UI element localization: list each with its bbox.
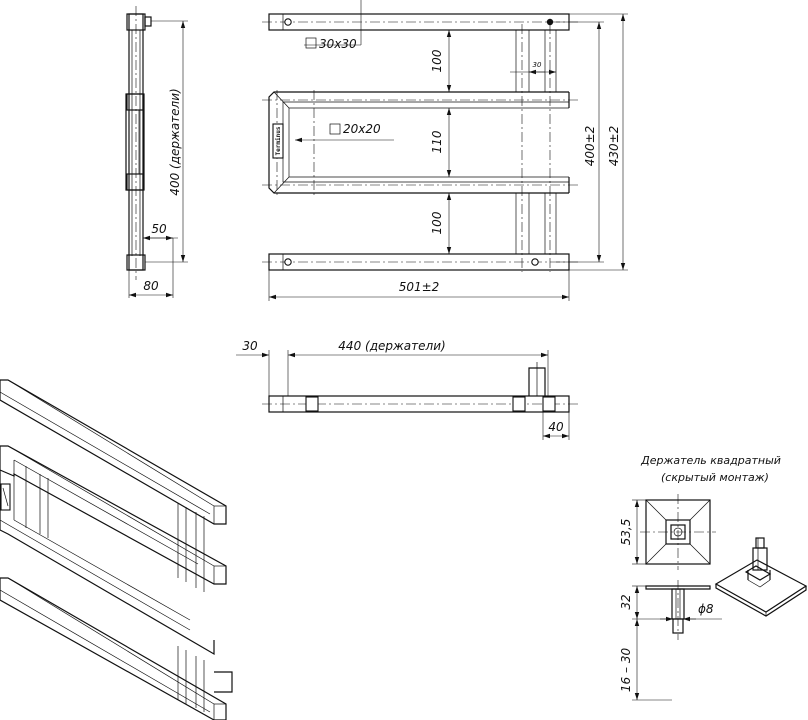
holder-detail: Держатель квадратный (скрытый монтаж) 53… [619, 454, 808, 701]
bottom-holders-label: 440 (держатели) [338, 339, 445, 353]
holder-width-label: 30 [533, 61, 542, 69]
front-view: Terminus 30x30 20x20 100 110 100 30 [262, 0, 628, 301]
gap-bottom-label: 100 [430, 211, 444, 234]
brand-label: Terminus [275, 126, 282, 155]
isometric-view [0, 379, 233, 720]
bottom-right-offset-label: 40 [548, 420, 564, 434]
bottom-left-offset-label: 30 [242, 339, 258, 353]
holder-title-line2: (скрытый монтаж) [661, 471, 769, 484]
profile-20-label: 20x20 [343, 122, 381, 136]
height-outer-label: 430±2 [607, 126, 621, 167]
side-view: 400 (держатели) 50 80 [125, 6, 188, 298]
diameter-label: ϕ8 [698, 602, 714, 616]
gap-top-label: 100 [430, 49, 444, 72]
profile-30-label: 30x30 [319, 37, 357, 51]
depth-label: 32 [619, 594, 633, 609]
side-offset-label: 50 [151, 222, 167, 236]
side-height-label: 400 (держатели) [168, 88, 182, 195]
side-width-label: 80 [143, 279, 159, 293]
gap-mid-label: 110 [430, 130, 444, 153]
range-label: 16 – 30 [619, 648, 633, 693]
height-inner-label: 400±2 [583, 126, 597, 167]
holder-title-line1: Держатель квадратный [640, 454, 781, 467]
bottom-view: 30 440 (держатели) 40 [236, 339, 578, 440]
plate-size-label: 53,5 [619, 519, 633, 546]
width-label: 501±2 [399, 280, 440, 294]
